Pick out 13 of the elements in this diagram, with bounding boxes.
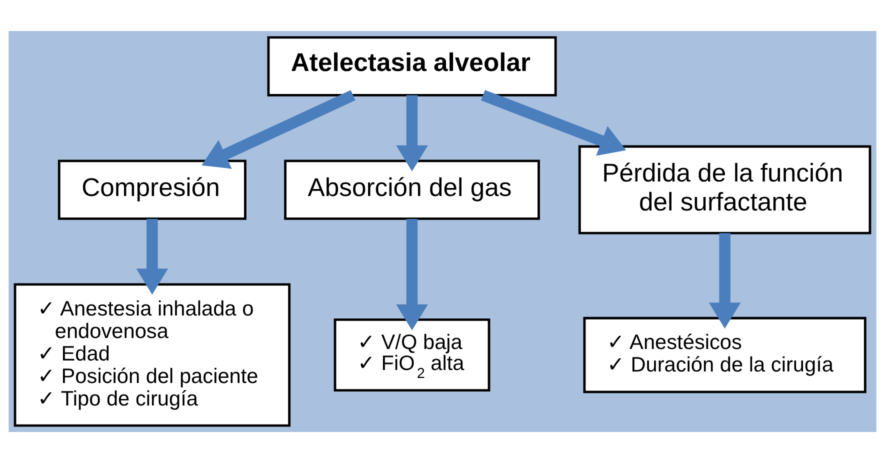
node-box: ✓ Anestésicos ✓ Duración de la cirugía xyxy=(583,316,866,393)
node-box: ✓ V/Q baja ✓ FiO$_{2}$ alta xyxy=(334,318,490,391)
arrow xyxy=(202,90,356,168)
node-box: ✓ Anestesia inhalada o endovenosa ✓ Edad ✓ Posición del paciente ✓ Tipo de cirugía xyxy=(14,282,291,426)
arrow xyxy=(396,218,428,330)
arrow xyxy=(480,89,626,156)
arrow xyxy=(396,94,428,171)
node-box: Atelectasia alveolar xyxy=(267,36,557,96)
node-box: Pérdida de la función del surfactante xyxy=(578,144,872,234)
arrow xyxy=(708,232,741,328)
node-box: Compresión xyxy=(58,159,246,220)
arrow xyxy=(136,218,168,294)
node-box: Absorción del gas xyxy=(284,159,540,220)
